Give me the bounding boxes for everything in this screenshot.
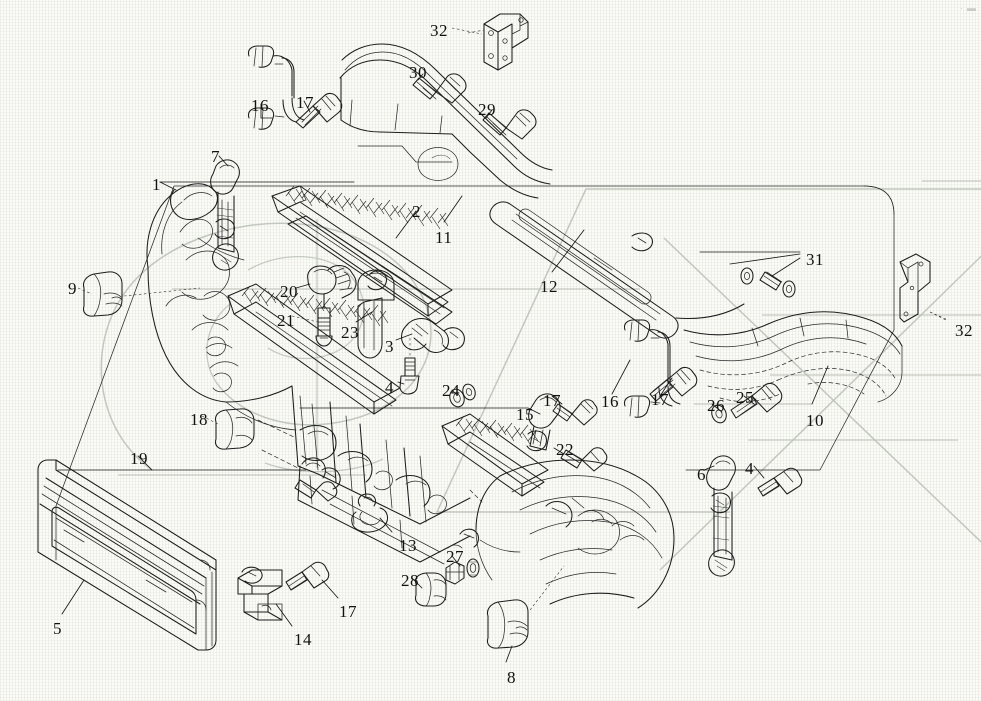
part-17-bolt-upper [295,92,343,129]
callout-4-hex-bolt: 4 [385,378,394,397]
callout-4-hex-bolt: 4 [745,459,754,478]
part-27-hex-nut [445,558,480,585]
callout-8-end-cap-right: 8 [507,668,516,687]
callout-26-washer: 26 [707,396,725,415]
callout-24-washer: 24 [442,381,460,400]
callout-28-bushing-small: 28 [401,571,419,590]
part-17-bolt-cluster-a [552,399,598,426]
part-8-end-cap [487,599,529,649]
callout-9-end-cap-left: 9 [68,279,77,298]
part-2-step-panel [271,185,453,325]
callout-19-valance-panel-edge: 19 [130,449,148,468]
callout-25-hex-bolt: 25 [736,388,754,407]
part-29-bolt [482,109,537,140]
part-28-bushing [415,572,447,607]
callout-32-corner-bracket-right: 32 [955,321,973,340]
part-13-clip-retainer [351,493,389,533]
reference-frame [55,185,895,561]
part-21-stud-pin [315,317,333,347]
callout-32-corner-bracket-upper: 32 [430,21,448,40]
part-22-stud-bolt [560,447,608,472]
callout-5-valance-panel: 5 [53,619,62,638]
callout-17-hex-bolt: 17 [543,391,561,410]
callout-7-hinge-plate: 7 [211,147,220,166]
callout-11-upper-cross-member: 11 [435,228,453,247]
part-4-bolt-right [757,467,803,497]
part-6-hinge-plate-right [706,455,736,577]
callout-17-hex-bolt: 17 [296,93,314,112]
part-5-valance-panel [37,459,217,651]
part-4-bolt-center [399,338,420,395]
part-9-end-cap [83,271,123,317]
callout-17-hex-bolt: 17 [339,602,357,621]
callout-23-spacer-block: 23 [341,323,359,342]
part-11-upper-cross-member [339,43,553,199]
part-20-clamp [307,264,357,319]
part-16-upper-handle [248,45,305,130]
part-23-spacer-block [357,269,395,359]
callout-13-clip-retainer: 13 [399,536,417,555]
callout-22-stud-bolt: 22 [556,440,574,459]
part-16-handle-right [624,319,681,418]
center-chassis-structure [257,385,471,565]
part-32-bracket-right [899,253,947,323]
callout-16-handle-bar-bracket: 16 [251,96,269,115]
part-32-bracket-top [467,13,529,71]
right-lower-bumper-body [469,459,675,609]
callout-1-left-bumper-end: 1 [152,175,161,194]
callout-12-slotted-bar: 12 [540,277,558,296]
part-2-hatch [285,185,449,230]
part-2-step-panel-bottom [441,413,549,497]
callout-10-right-bumper-end: 10 [806,411,824,430]
callout-31-bolt-and-washer: 31 [806,250,824,269]
part-18-bushing [215,408,255,450]
callout-14-striker-block: 14 [294,630,312,649]
callout-15-bracket-mount: 15 [516,405,534,424]
part-15-bracket-mount [526,393,561,452]
part-30-bolt [412,73,467,104]
callout-2-grille-step-panel: 2 [412,202,421,221]
misc-detail-parts [294,457,645,549]
part-1-left-bumper-end [146,183,297,431]
part-10-right-bumper [675,303,903,403]
callout-3-latch-hook: 3 [385,337,394,356]
callout-18-bushing: 18 [190,410,208,429]
part-12-slotted-bar [489,201,679,339]
callout-29-hex-bolt: 29 [478,100,496,119]
part-3-latch-hook [400,317,465,353]
callout-17-hex-bolt: 17 [651,390,669,409]
callout-27-hex-nut: 27 [446,547,464,566]
part-17-bolt-right [649,366,698,402]
callout-6-hinge-plate-right: 6 [697,465,706,484]
callout-20-clamp-small: 20 [280,282,298,301]
part-31-fasteners [740,267,796,298]
corner-mark: ∙ ▬ [959,3,977,13]
part-14-striker-block [237,566,283,621]
part-7-hinge-plate [210,159,240,271]
callout-21-stud-pin: 21 [277,311,295,330]
callout-30-hex-bolt: 30 [409,63,427,82]
leader-lines [57,27,949,663]
callout-16-handle-bar-bracket: 16 [601,392,619,411]
part-17-bolt-bottom [285,561,330,591]
part-26-washer [711,404,727,424]
